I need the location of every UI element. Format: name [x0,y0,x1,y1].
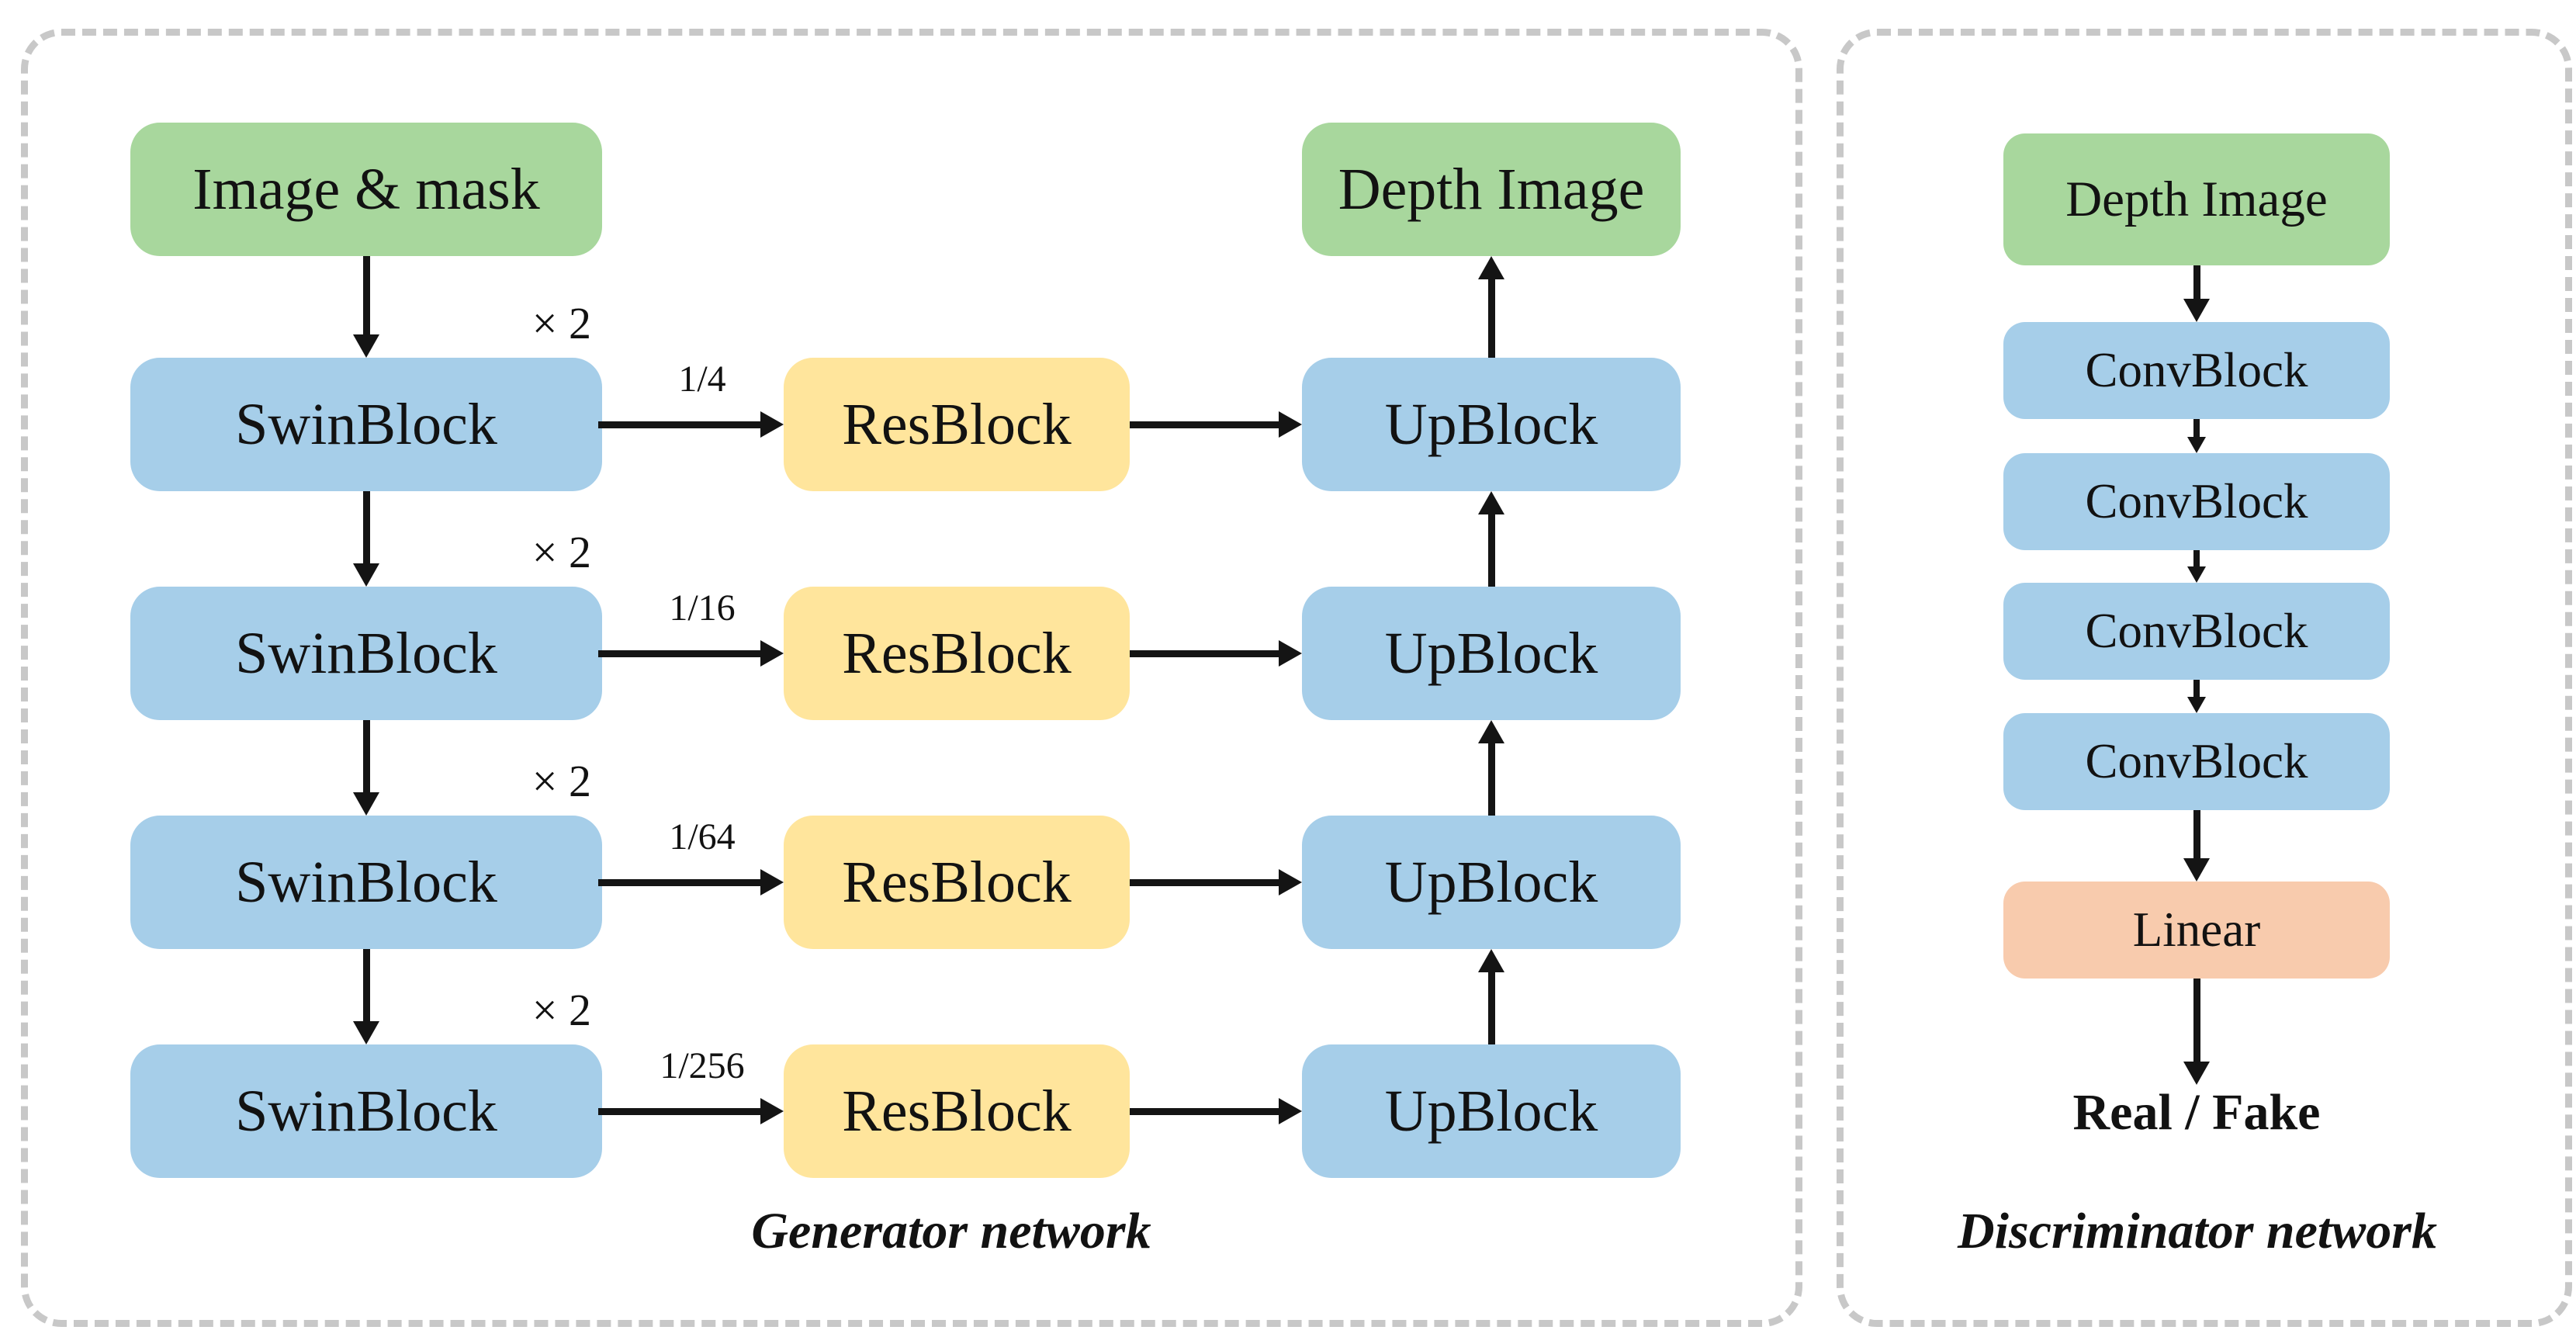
upblock-2: UpBlock [1302,587,1681,720]
discriminator-caption: Discriminator network [1958,1203,2437,1259]
swinblock-3: SwinBlock [130,816,602,949]
swinblock-1: SwinBlock [130,358,602,491]
linear-box: Linear [2003,882,2390,979]
resblock-1: ResBlock [784,358,1130,491]
convblock-1: ConvBlock [2003,322,2390,419]
arrow-convblock-1-to-2 [2183,419,2211,453]
scale-label-2: 1/16 [669,587,736,629]
arrow-upblock-2-to-1 [1477,491,1505,587]
scale-label-1: 1/4 [678,359,726,400]
resblock-2: ResBlock [784,587,1130,720]
scale-label-4: 1/256 [660,1045,745,1086]
arrow-swinblock-1-to-2 [352,491,380,587]
convblock-3: ConvBlock [2003,583,2390,680]
convblock-4: ConvBlock [2003,713,2390,810]
arrow-swinblock-1-to-resblock-1 [598,410,784,438]
times2-label-1: × 2 [531,298,591,348]
generator-caption: Generator network [751,1203,1151,1259]
arrow-convblock-2-to-3 [2183,550,2211,583]
swinblock-2: SwinBlock [130,587,602,720]
arrow-resblock-2-to-upblock-2 [1130,639,1302,667]
discriminator-panel [1837,29,2572,1327]
times2-label-2: × 2 [531,527,591,577]
arrow-upblock-1-to-depth-image [1477,256,1505,358]
real-fake-label: Real / Fake [2072,1084,2321,1141]
resblock-3: ResBlock [784,816,1130,949]
arrow-input-to-swinblock-1 [352,256,380,358]
arrow-swinblock-2-to-resblock-2 [598,639,784,667]
scale-label-3: 1/64 [669,816,736,857]
convblock-2: ConvBlock [2003,453,2390,550]
arrow-resblock-3-to-upblock-3 [1130,868,1302,896]
times2-label-3: × 2 [531,756,591,806]
swinblock-4: SwinBlock [130,1044,602,1178]
upblock-4: UpBlock [1302,1044,1681,1178]
arrow-convblock-3-to-4 [2183,680,2211,713]
arrow-depth-image-to-convblock-1 [2183,265,2211,322]
arrow-swinblock-3-to-resblock-3 [598,868,784,896]
upblock-1: UpBlock [1302,358,1681,491]
image-mask-box: Image & mask [130,123,602,256]
resblock-4: ResBlock [784,1044,1130,1178]
depth-image-discriminator-box: Depth Image [2003,133,2390,265]
upblock-3: UpBlock [1302,816,1681,949]
arrow-linear-to-real-fake [2183,979,2211,1085]
arrow-swinblock-3-to-4 [352,949,380,1044]
arrow-resblock-4-to-upblock-4 [1130,1097,1302,1125]
arrow-convblock-4-to-linear [2183,810,2211,882]
depth-image-generator-box: Depth Image [1302,123,1681,256]
arrow-resblock-1-to-upblock-1 [1130,410,1302,438]
arrow-upblock-4-to-3 [1477,949,1505,1044]
generator-panel [21,29,1802,1327]
arrow-upblock-3-to-2 [1477,720,1505,816]
arrow-swinblock-4-to-resblock-4 [598,1097,784,1125]
arrow-swinblock-2-to-3 [352,720,380,816]
times2-label-4: × 2 [531,985,591,1035]
